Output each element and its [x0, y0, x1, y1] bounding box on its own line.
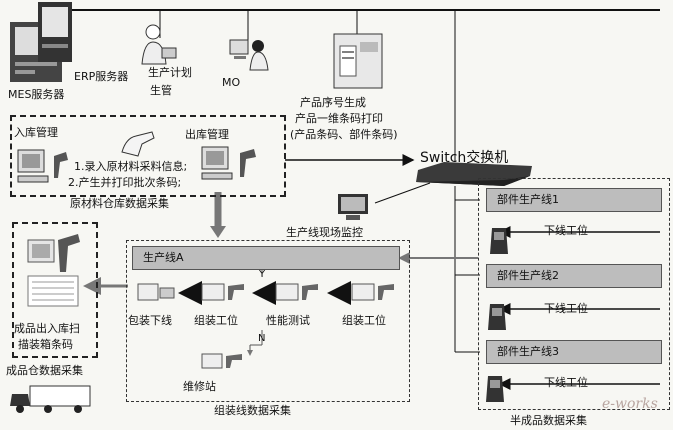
offline-station-3-label: 下线工位	[544, 376, 588, 389]
raw-note-1: 1.录入原材料采料信息;	[74, 160, 188, 173]
scanner-hand-icon	[118, 130, 158, 160]
planner-label-line2: 生管	[150, 84, 172, 97]
finished-text-line2: 描装箱条码	[18, 338, 73, 351]
outbound-management-label: 出库管理	[185, 128, 229, 141]
printer-label-line3: (产品条码、部件条码)	[290, 128, 398, 141]
station-label-packing: 包装下线	[128, 314, 172, 327]
eworks-watermark: e-works	[602, 396, 658, 412]
finished-title: 成品仓数据采集	[6, 364, 83, 377]
assembly-box	[126, 240, 410, 402]
repair-station-label: 维修站	[183, 380, 216, 393]
yes-mark: Y	[259, 269, 266, 280]
assembly-title: 组装线数据采集	[214, 404, 291, 417]
no-mark: N	[258, 333, 266, 344]
station-label-performance-test: 性能测试	[266, 314, 310, 327]
production-line-a-label: 生产线A	[143, 251, 184, 264]
mes-server-label: MES服务器	[8, 88, 65, 101]
assembly-station-2-icon	[200, 280, 248, 304]
network-switch-icon	[414, 160, 534, 188]
station-label-assembly-1: 组装工位	[342, 314, 386, 327]
performance-test-icon	[274, 280, 322, 304]
planner-label-line1: 生产计划	[148, 66, 192, 79]
offline-station-2-label: 下线工位	[544, 302, 588, 315]
packing-station-icon	[134, 278, 180, 306]
raw-warehouse-title: 原材料仓库数据采集	[70, 197, 169, 210]
planner-person-icon	[138, 22, 178, 66]
raw-note-2: 2.产生并打印批次条码;	[68, 176, 182, 189]
finished-warehouse-box	[12, 222, 98, 358]
inbound-computer-icon	[16, 148, 72, 186]
finished-scanner-terminal-icon	[24, 232, 84, 308]
handheld-scanner-3-icon	[484, 374, 506, 406]
component-line-2-label: 部件生产线2	[497, 269, 559, 282]
monitor-label: 生产线现场监控	[286, 226, 363, 239]
printer-label-line2: 产品一维条码打印	[295, 112, 383, 125]
semi-finished-title: 半成品数据采集	[510, 414, 587, 427]
erp-server-label: ERP服务器	[74, 70, 129, 83]
semi-finished-box	[478, 178, 670, 410]
switch-label: Switch交换机	[420, 150, 509, 166]
component-line-1-bar: 部件生产线1	[486, 188, 662, 212]
station-label-assembly-2: 组装工位	[194, 314, 238, 327]
production-line-a-bar: 生产线A	[132, 246, 400, 270]
printer-label-line1: 产品序号生成	[300, 96, 366, 109]
truck-icon	[8, 384, 92, 414]
erp-server-icon	[38, 2, 72, 62]
handheld-scanner-2-icon	[486, 302, 508, 334]
assembly-station-1-icon	[350, 280, 398, 304]
raw-warehouse-box	[10, 115, 286, 197]
barcode-printer-icon	[332, 32, 384, 90]
monitor-icon	[336, 192, 372, 222]
outbound-computer-icon	[200, 145, 262, 185]
mo-label: MO	[222, 76, 241, 89]
component-line-2-bar: 部件生产线2	[486, 264, 662, 288]
handheld-scanner-1-icon	[488, 226, 510, 258]
component-line-1-label: 部件生产线1	[497, 193, 559, 206]
repair-station-icon	[200, 350, 246, 372]
inbound-management-label: 入库管理	[14, 126, 58, 139]
component-line-3-bar: 部件生产线3	[486, 340, 662, 364]
mo-person-icon	[228, 36, 270, 72]
finished-text-line1: 成品出入库扫	[14, 322, 80, 335]
component-line-3-label: 部件生产线3	[497, 345, 559, 358]
offline-station-1-label: 下线工位	[544, 224, 588, 237]
